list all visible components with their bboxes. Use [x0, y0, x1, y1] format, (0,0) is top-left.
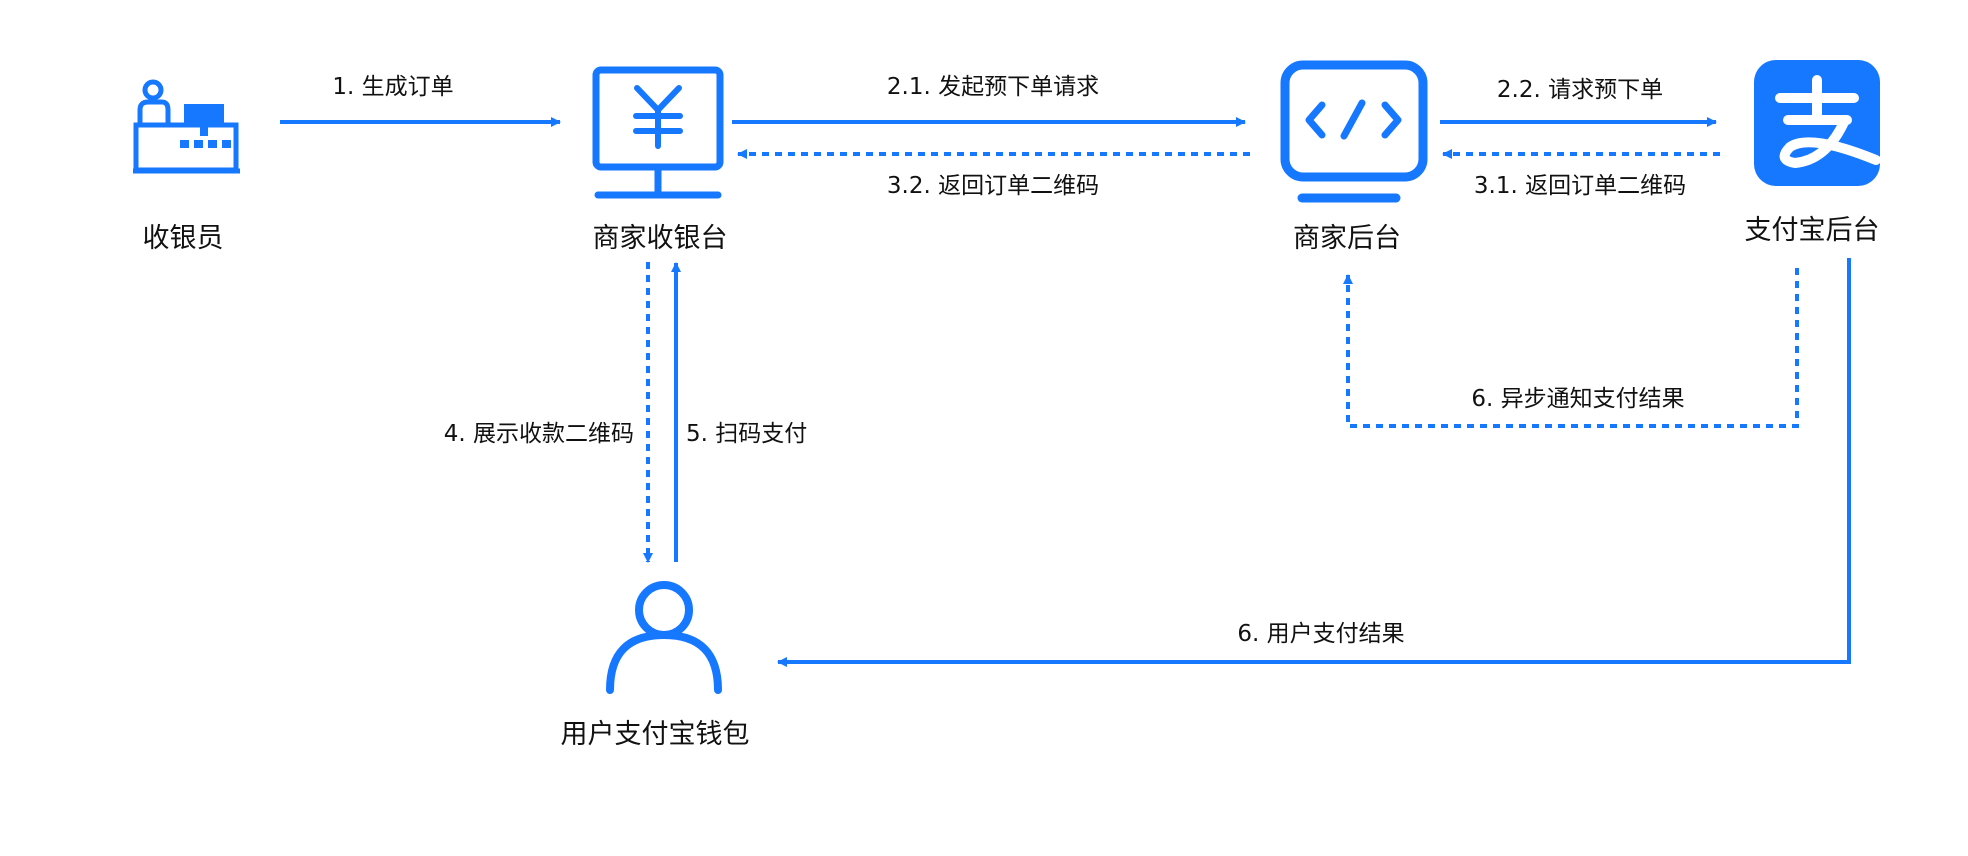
alipay-logo-icon	[1754, 60, 1881, 186]
edge-label-2-1: 2.1. 发起预下单请求	[887, 74, 1099, 100]
node-label-merchant-backend: 商家后台	[1293, 223, 1401, 254]
edge-label-1: 1. 生成订单	[332, 74, 453, 100]
yuan-monitor-icon	[592, 66, 724, 199]
cashier-icon	[133, 79, 240, 174]
edge-label-5: 5. 扫码支付	[686, 421, 807, 447]
edge-label-6-user: 6. 用户支付结果	[1237, 621, 1404, 647]
edge-label-2-2: 2.2. 请求预下单	[1497, 77, 1663, 103]
code-monitor-icon	[1280, 60, 1428, 203]
edge-6-async-notify	[1343, 268, 1799, 428]
edge-label-3-2: 3.2. 返回订单二维码	[887, 173, 1099, 199]
node-label-wallet: 用户支付宝钱包	[561, 719, 750, 750]
node-label-alipay-backend: 支付宝后台	[1745, 215, 1880, 246]
user-icon	[606, 581, 722, 694]
edge-label-6-async: 6. 异步通知支付结果	[1471, 386, 1684, 412]
edge-label-4: 4. 展示收款二维码	[444, 421, 634, 447]
node-label-pos: 商家收银台	[593, 223, 728, 254]
node-label-cashier: 收银员	[143, 223, 224, 254]
edge-label-3-1: 3.1. 返回订单二维码	[1474, 173, 1686, 199]
edge-6-user-result	[777, 258, 1851, 667]
